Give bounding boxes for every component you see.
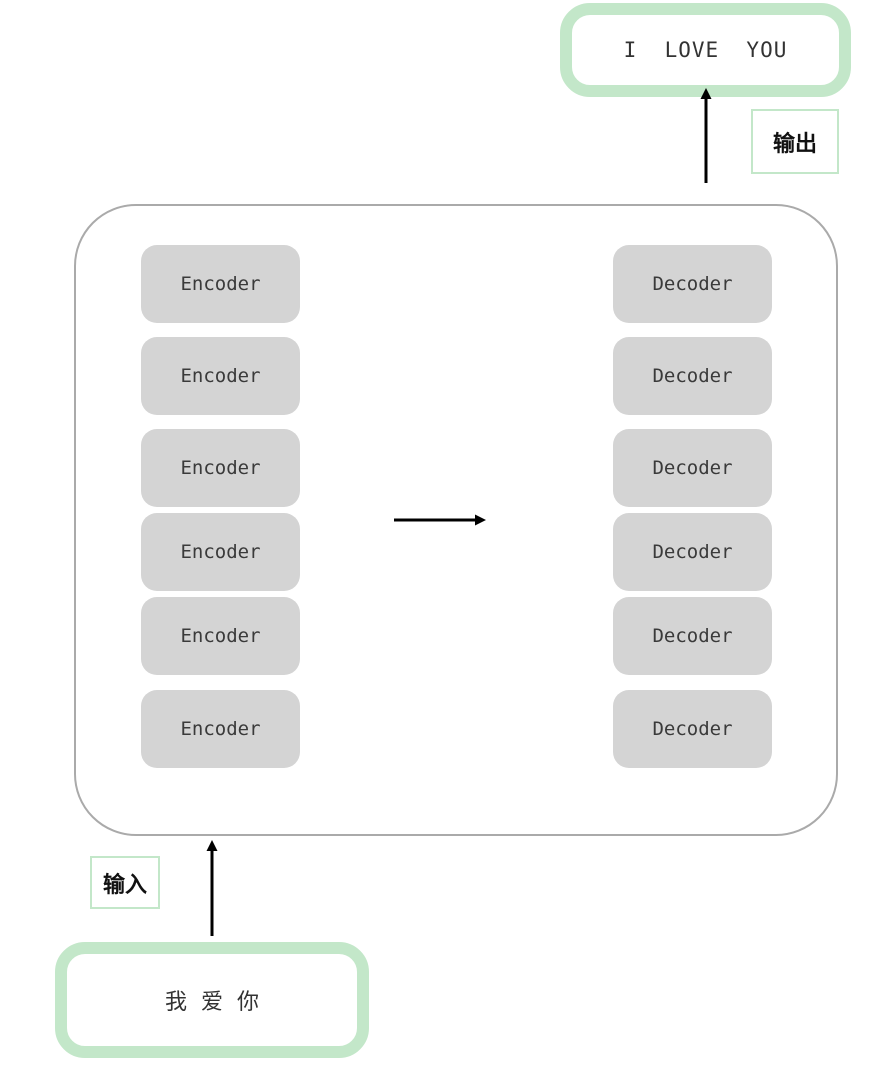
input-arrow-up-icon — [206, 840, 218, 936]
encoder-block-2: Encoder — [141, 337, 300, 415]
input-sentence-text: 我 爱 你 — [165, 990, 259, 1015]
encoder-block-4: Encoder — [141, 513, 300, 591]
decoder-block-1: Decoder — [613, 245, 772, 323]
input-sentence-box: 我 爱 你 — [55, 942, 369, 1058]
output-arrow-up-icon — [700, 88, 712, 183]
decoder-block-3: Decoder — [613, 429, 772, 507]
encoder-block-3: Encoder — [141, 429, 300, 507]
encoder-block-5: Encoder — [141, 597, 300, 675]
decoder-block-6: Decoder — [613, 690, 772, 768]
decoder-block-5: Decoder — [613, 597, 772, 675]
output-sentence-text: I LOVE YOU — [623, 38, 788, 62]
input-label: 输入 — [90, 856, 160, 909]
output-sentence-box: I LOVE YOU — [560, 3, 851, 97]
encoder-block-1: Encoder — [141, 245, 300, 323]
decoder-block-2: Decoder — [613, 337, 772, 415]
output-label: 输出 — [751, 109, 839, 174]
encoder-block-6: Encoder — [141, 690, 300, 768]
decoder-block-4: Decoder — [613, 513, 772, 591]
